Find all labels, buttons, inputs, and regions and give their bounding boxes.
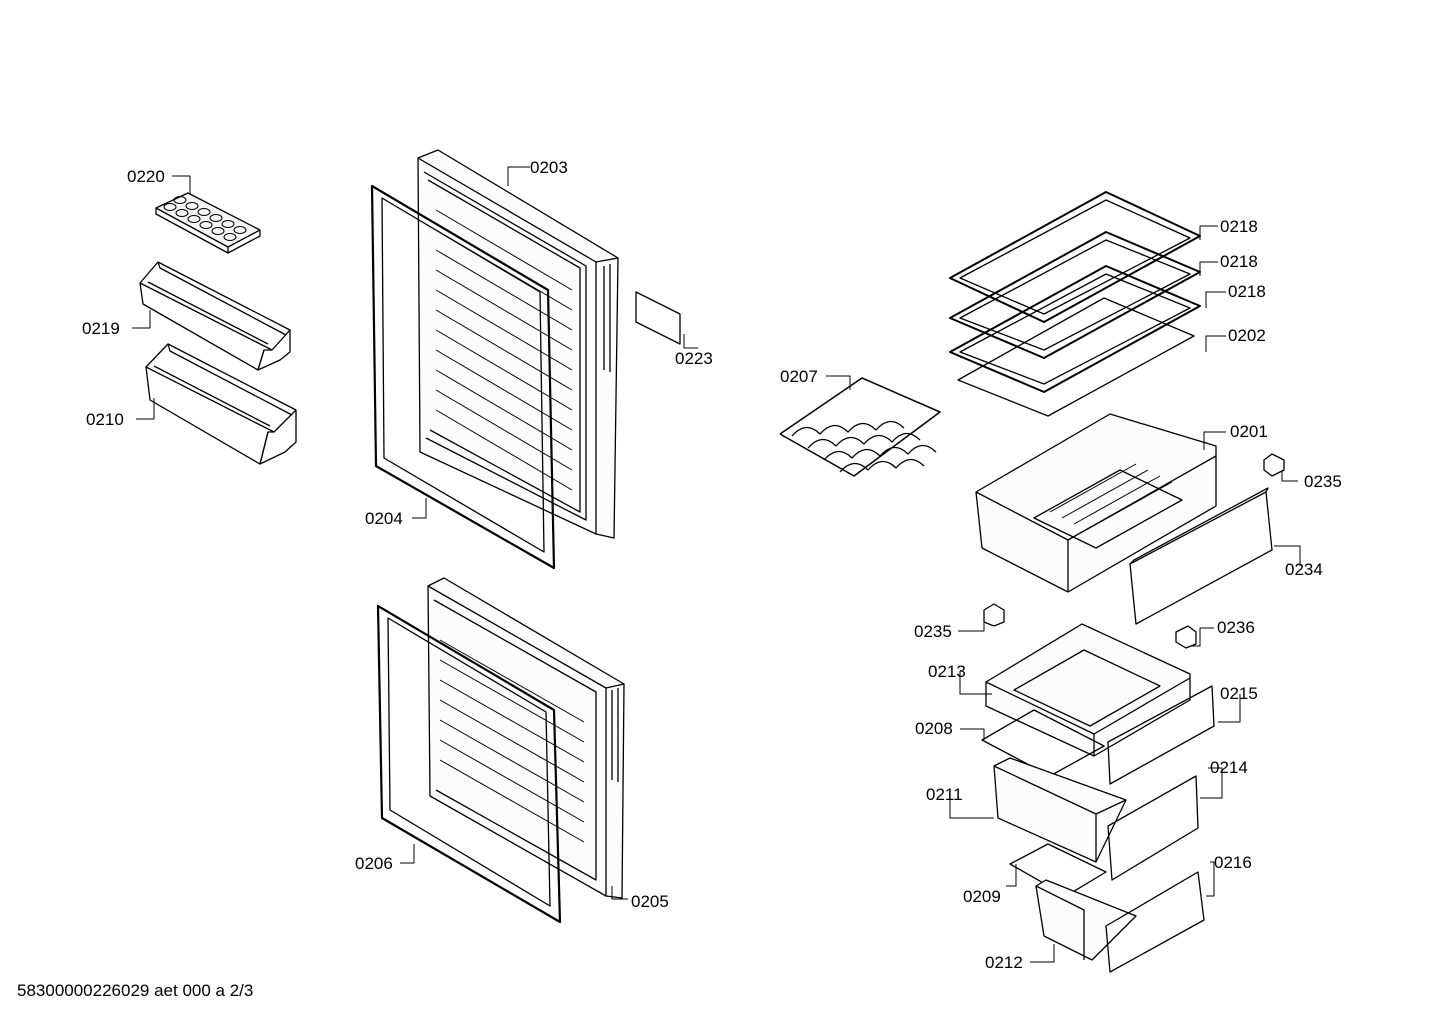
part-label-0210: 0210: [86, 410, 124, 429]
glass-shelves-drawing: [949, 191, 1201, 417]
part-label-0218-top: 0218: [1220, 217, 1258, 236]
part-labels: 0220 0219 0210 0203 0204 0223 0205 0206 …: [82, 158, 1342, 972]
part-label-0220: 0220: [127, 167, 165, 186]
leader-lines: [132, 166, 1301, 963]
part-label-0205: 0205: [631, 892, 669, 911]
lower-gasket-drawing: [376, 604, 562, 924]
crisper-drawer-drawing: [975, 413, 1285, 649]
part-label-0218-middle: 0218: [1220, 252, 1258, 271]
lower-door-drawing: [427, 577, 625, 899]
part-label-0223: 0223: [675, 349, 713, 368]
door-shelf-lower-drawing: [145, 343, 297, 465]
egg-tray-drawing: [155, 192, 261, 254]
part-label-0202: 0202: [1228, 326, 1266, 345]
part-label-0208: 0208: [915, 719, 953, 738]
part-label-0234: 0234: [1285, 560, 1323, 579]
upper-door-drawing: [417, 149, 619, 539]
part-label-0235-right: 0235: [1304, 472, 1342, 491]
part-label-0218-bottom: 0218: [1228, 282, 1266, 301]
bottle-rack-drawing: [779, 377, 941, 477]
document-reference: 58300000226029 aet 000 a 2/3: [17, 981, 254, 1000]
part-label-0215: 0215: [1220, 684, 1258, 703]
freezer-drawer-upper-drawing: [981, 623, 1215, 785]
part-label-0216: 0216: [1214, 853, 1252, 872]
rating-plate-drawing: [635, 291, 681, 345]
part-label-0204: 0204: [365, 509, 403, 528]
part-label-0209: 0209: [963, 887, 1001, 906]
part-label-0211: 0211: [926, 785, 963, 804]
part-label-0235-left: 0235: [914, 622, 952, 641]
part-label-0212: 0212: [985, 953, 1023, 972]
part-label-0207: 0207: [780, 367, 818, 386]
part-label-0206: 0206: [355, 854, 393, 873]
part-label-0201: 0201: [1230, 422, 1268, 441]
part-label-0213: 0213: [928, 662, 966, 681]
freezer-drawer-lower-drawing: [1035, 871, 1205, 973]
part-label-0219: 0219: [82, 319, 120, 338]
part-label-0236: 0236: [1217, 618, 1255, 637]
part-label-0214: 0214: [1210, 758, 1248, 777]
door-shelf-upper-drawing: [139, 261, 291, 371]
upper-gasket-drawing: [370, 184, 556, 570]
part-label-0203: 0203: [530, 158, 568, 177]
freezer-drawer-middle-drawing: [993, 757, 1199, 897]
